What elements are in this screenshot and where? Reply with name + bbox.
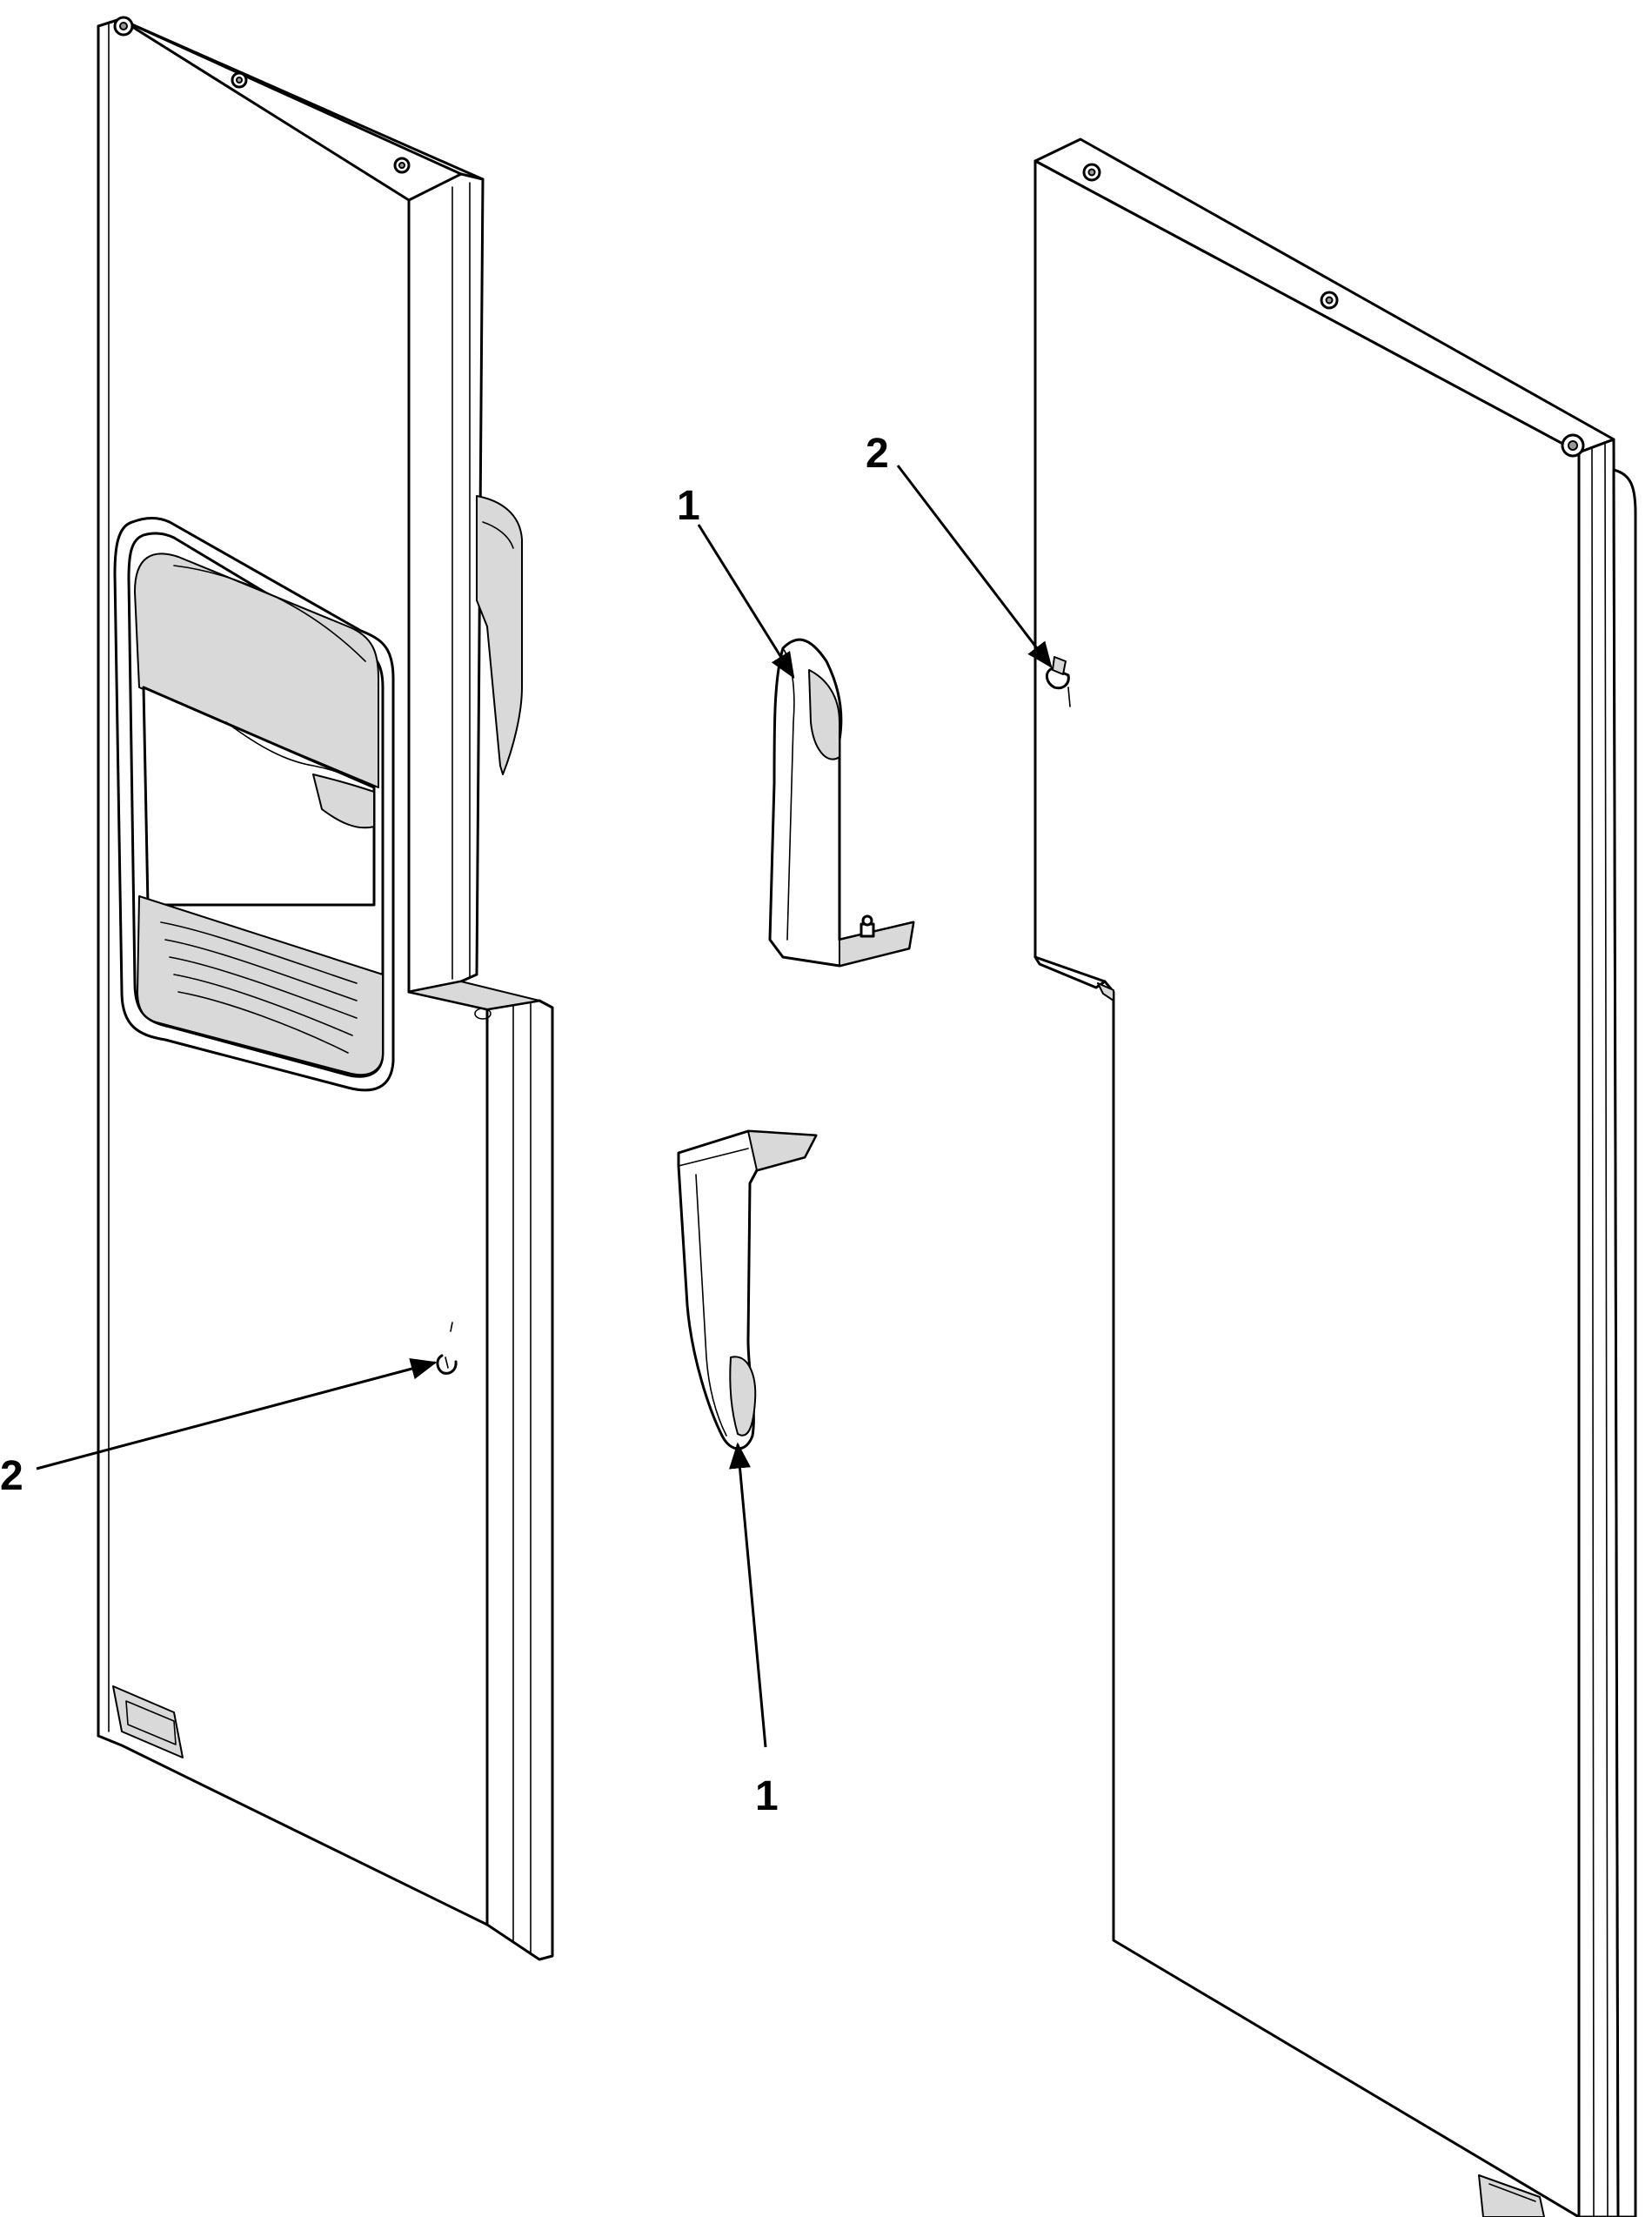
freezer-door [97,16,554,1961]
callout-hinge-cam-fresh-food: 2 [866,431,1053,668]
callout-label: 2 [866,431,889,477]
callout-handle-fresh-food: 1 [729,1442,779,1819]
hinge-cam-freezer [436,1322,458,1375]
handle-freezer [768,638,915,968]
handle-fresh-food [677,1129,818,1450]
dispenser-housing [113,517,395,1092]
fresh-food-door [1033,137,1637,2217]
callout-label: 2 [0,1453,23,1499]
callout-label: 1 [677,483,700,529]
callout-label: 1 [755,1773,779,1819]
hinge-cam-fresh-food [1046,656,1071,707]
callout-handle-freezer: 1 [677,483,795,680]
callout-hinge-cam-freezer: 2 [0,1357,438,1499]
